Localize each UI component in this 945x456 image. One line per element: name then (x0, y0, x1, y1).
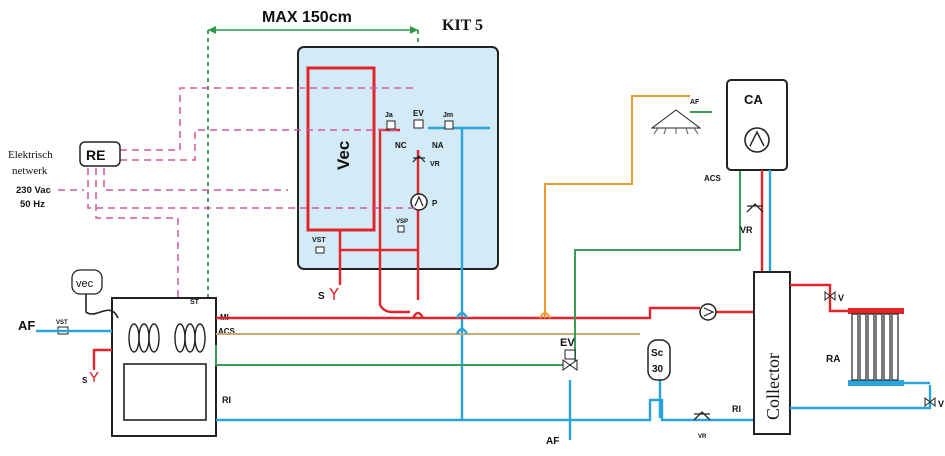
re-controller (79, 141, 121, 167)
network-line2: netwerk (12, 165, 48, 177)
ra-label: RA (826, 354, 840, 365)
check-valve-icon (412, 155, 426, 163)
check-valve-icon (693, 411, 711, 421)
kit-label: KIT 5 (442, 17, 483, 34)
sc-line2: 30 (652, 364, 664, 375)
radiator-icon (848, 308, 904, 386)
af-bottom-label: AF (546, 436, 559, 447)
ca-unit (726, 79, 788, 171)
ev-top-valve: EV (413, 109, 424, 129)
acs-boiler-label: ACS (218, 327, 236, 336)
ja-valve: Ja (385, 112, 396, 130)
v-bottom-label: V (938, 399, 944, 409)
v-top-label: V (838, 293, 844, 303)
pump-icon (744, 127, 770, 153)
ca-label: CA (744, 92, 763, 107)
ev-bottom-label: EV (560, 337, 575, 349)
st-label: ST (190, 299, 200, 306)
s-left-label: S (82, 376, 88, 385)
af-left-label: AF (18, 318, 35, 333)
check-valve-icon (746, 203, 764, 213)
vsp-label: VSP (396, 219, 408, 225)
pump-icon (699, 303, 717, 321)
pump-p-label: P (432, 199, 438, 208)
af-sprinkler-label: AF (690, 99, 700, 106)
vr-bottom-label: VR (698, 434, 707, 440)
vec-tank-label: Vec (334, 141, 353, 170)
jm-label: Jm (443, 112, 453, 119)
ri-boiler-label: RI (222, 395, 231, 405)
network-line1: Elektrisch (8, 149, 53, 161)
coil-icon (128, 323, 206, 353)
vr-right-label: VR (740, 225, 753, 235)
ri-right-label: RI (732, 404, 741, 414)
network-voltage: 230 Vac (16, 185, 51, 196)
vec-small-tank (71, 269, 103, 295)
network-frequency: 50 Hz (20, 199, 45, 210)
acs-ca-label: ACS (704, 174, 722, 183)
jm-valve: Jm (443, 112, 454, 130)
collector (753, 271, 791, 435)
valve-icon (924, 396, 936, 408)
sc-tank (647, 339, 671, 381)
ev-top-label: EV (413, 109, 424, 118)
wiring (58, 87, 418, 298)
vst-unit-valve (315, 246, 325, 254)
collector-label: Collector (763, 353, 783, 420)
ja-label: Ja (385, 112, 393, 119)
ev-bottom-valve (562, 349, 578, 371)
vsp-valve (397, 225, 405, 233)
vec-small-label: vec (76, 278, 94, 290)
valve-icon (824, 290, 836, 302)
pump-icon (410, 193, 428, 211)
kit-enclosure (297, 46, 499, 270)
vr-unit-label: VR (430, 161, 440, 168)
vst-left-label: VST (56, 320, 68, 326)
s-unit-label: S (318, 291, 325, 302)
na-label: NA (432, 141, 444, 150)
re-label: RE (86, 147, 105, 163)
nc-label: NC (395, 141, 407, 150)
vst-unit-label: VST (312, 237, 326, 244)
boiler-window (123, 363, 207, 421)
dimension-label: MAX 150cm (262, 9, 352, 26)
sc-line1: Sc (651, 348, 664, 359)
sprinkler-icon (650, 109, 702, 135)
